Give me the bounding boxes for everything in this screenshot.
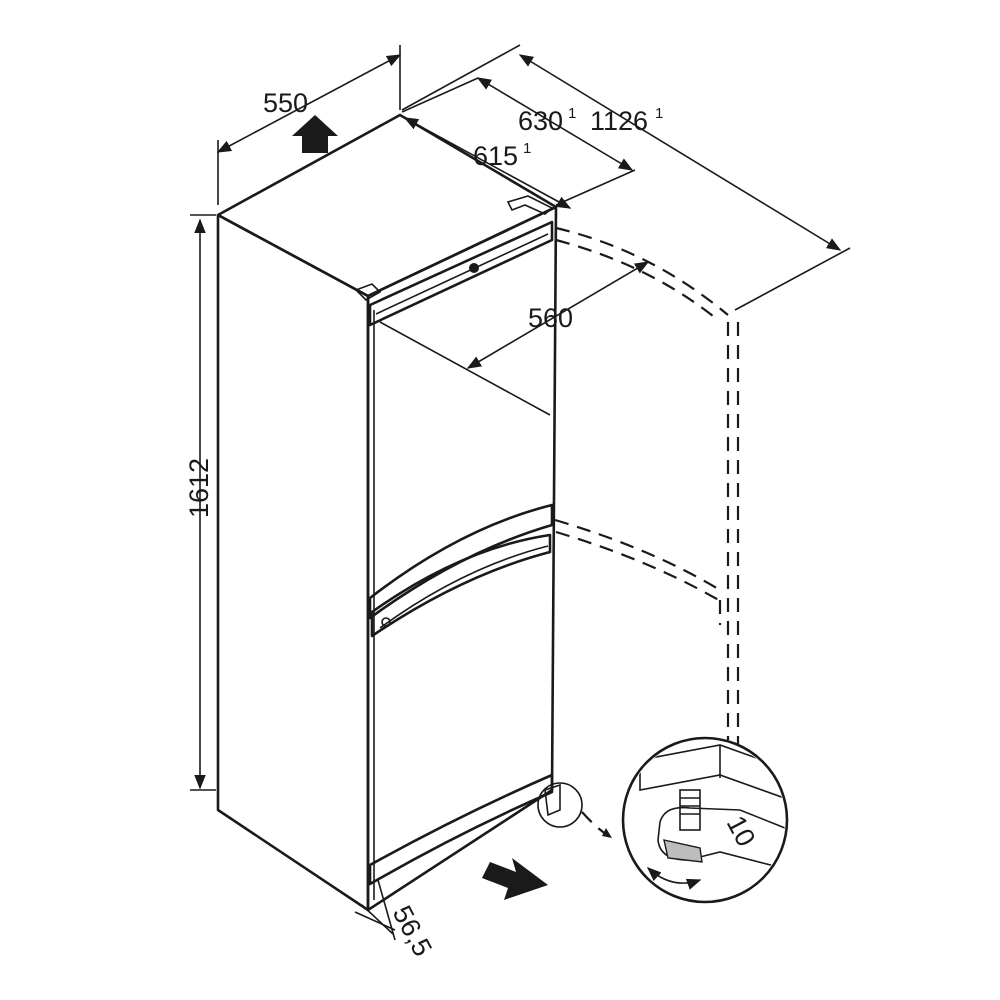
plinth-gap-label: 56,5 (387, 901, 438, 961)
air-flow-arrow-in-icon (482, 858, 548, 900)
rotate-arrows-icon (646, 867, 702, 890)
depth-total-label: 630 (518, 106, 563, 136)
wrench-icon (657, 806, 785, 872)
depth-door-open-label: 1126 (590, 106, 648, 136)
air-flow-arrow-up-icon (292, 115, 338, 153)
door-lock (469, 263, 479, 273)
depth-body-label: 615 (473, 141, 518, 171)
open-door-outline (554, 226, 740, 745)
width-label: 550 (263, 88, 308, 118)
depth-body-note: 1 (523, 140, 531, 157)
fridge-body (216, 113, 583, 912)
door-clearance-label: 560 (528, 303, 573, 333)
dimension-lines (190, 44, 851, 941)
height-label: 1612 (184, 458, 214, 518)
depth-total-note: 1 (568, 105, 576, 122)
foot-highlight-circle (537, 782, 583, 828)
foot-adjustment-detail (621, 736, 789, 904)
depth-door-open-note: 1 (655, 105, 663, 122)
